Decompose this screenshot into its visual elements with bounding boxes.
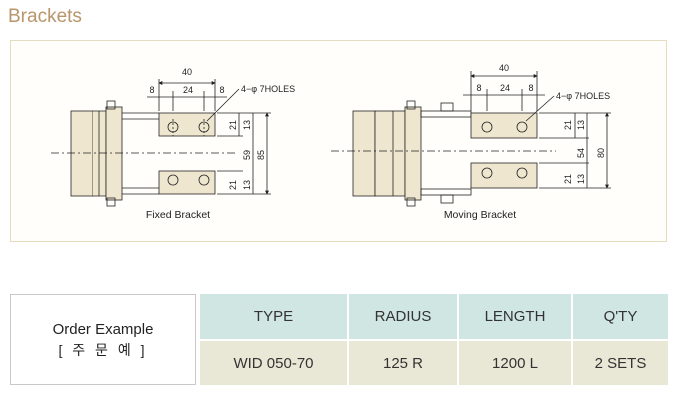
- header-length: LENGTH: [457, 294, 571, 339]
- header-type: TYPE: [198, 294, 347, 339]
- moving-dim-upper-21: 21: [563, 120, 573, 130]
- order-example-label: Order Example [ 주 문 예 ]: [10, 294, 196, 385]
- moving-dim-center: 24: [500, 83, 510, 93]
- moving-dim-inner: 54: [576, 148, 586, 158]
- fixed-dim-lower-13: 13: [242, 180, 252, 190]
- value-length: 1200 L: [457, 339, 571, 385]
- moving-dim-edge-right: 8: [528, 83, 533, 93]
- order-example-korean: [ 주 문 예 ]: [58, 341, 148, 358]
- fixed-dim-holes: 4−φ 7HOLES: [241, 84, 295, 94]
- moving-dim-lower-13: 13: [576, 174, 586, 184]
- fixed-bracket-caption: Fixed Bracket: [146, 209, 210, 221]
- fixed-dim-inner: 59: [242, 150, 252, 160]
- fixed-dim-width: 40: [182, 67, 192, 77]
- fixed-dim-edge-left: 8: [149, 85, 154, 95]
- header-qty: Q'TY: [571, 294, 668, 339]
- page-title: Brackets: [8, 6, 82, 27]
- order-example-title: Order Example: [52, 320, 154, 338]
- fixed-bracket-drawing: [51, 79, 271, 207]
- value-radius: 125 R: [347, 339, 457, 385]
- value-type: WID 050-70: [198, 339, 347, 385]
- fixed-dim-lower-21: 21: [228, 180, 238, 190]
- fixed-dim-upper-21: 21: [228, 120, 238, 130]
- order-example-table: Order Example [ 주 문 예 ] TYPE RADIUS LENG…: [10, 294, 668, 385]
- moving-dim-lower-21: 21: [563, 174, 573, 184]
- moving-dim-total: 80: [596, 148, 606, 158]
- header-radius: RADIUS: [347, 294, 457, 339]
- fixed-dim-edge-right: 8: [219, 85, 224, 95]
- bracket-drawings-svg: 40 8 24 8 4−φ 7HOLES 21 13 59 85 21 13 F…: [51, 63, 611, 221]
- moving-dim-holes: 4−φ 7HOLES: [556, 91, 610, 101]
- value-qty: 2 SETS: [571, 339, 668, 385]
- moving-bracket-caption: Moving Bracket: [444, 209, 516, 221]
- bracket-drawing-panel: 40 8 24 8 4−φ 7HOLES 21 13 59 85 21 13 F…: [10, 40, 667, 242]
- moving-bracket-drawing: [331, 71, 611, 207]
- fixed-dim-upper-13: 13: [242, 120, 252, 130]
- fixed-dim-total: 85: [256, 150, 266, 160]
- moving-dim-edge-left: 8: [476, 83, 481, 93]
- moving-dim-upper-13: 13: [576, 120, 586, 130]
- fixed-dim-center: 24: [183, 85, 193, 95]
- moving-dim-width: 40: [499, 63, 509, 73]
